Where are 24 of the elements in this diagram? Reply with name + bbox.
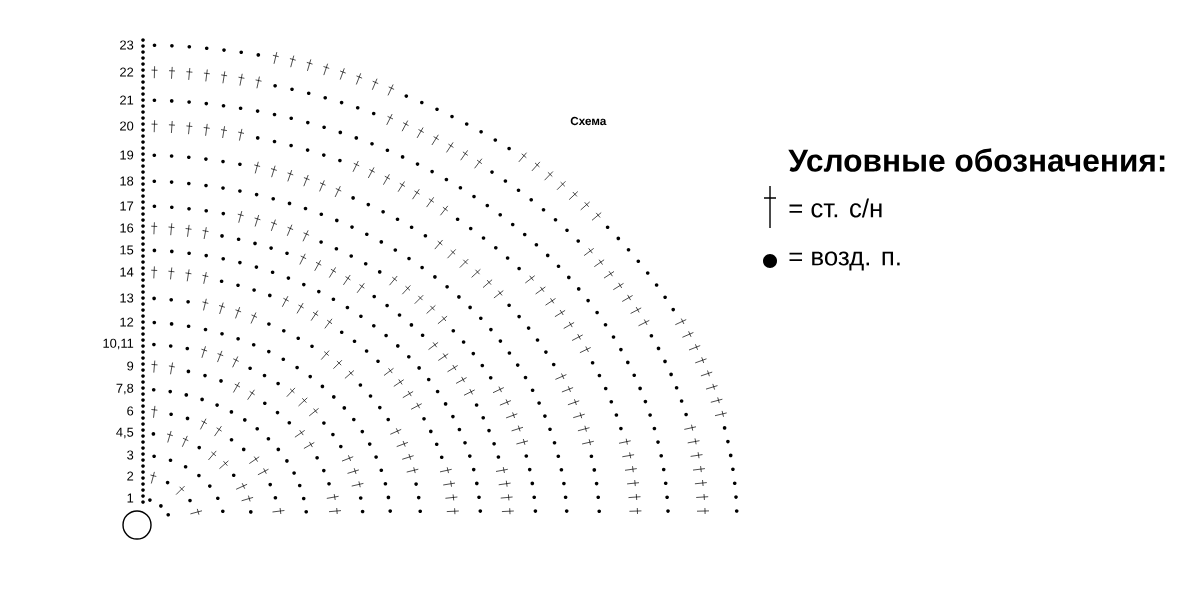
row-number: 15 (120, 245, 134, 255)
row-number: 3 (127, 450, 134, 460)
row-number: 19 (120, 150, 134, 160)
row-number: 1 (127, 493, 134, 503)
row-number: 9 (127, 361, 134, 371)
row-number: 21 (120, 95, 134, 105)
row-number: 17 (120, 201, 134, 211)
row-number: 16 (120, 223, 134, 233)
legend-text: = возд. п. (789, 251, 900, 271)
row-number: 14 (120, 267, 134, 277)
legend-text: = ст. с/н (789, 198, 882, 218)
row-number: 7,8 (116, 383, 134, 395)
row-number: 13 (120, 293, 134, 303)
row-number: 4,5 (116, 427, 134, 439)
row-number: 23 (120, 40, 134, 50)
row-number: 2 (127, 471, 134, 481)
legend-heading: Условные обозначения: (788, 148, 1165, 172)
row-number: 6 (127, 406, 134, 416)
row-number: 18 (120, 176, 134, 186)
chart-title: Схема (570, 116, 607, 126)
row-number: 12 (120, 317, 134, 327)
row-number: 22 (120, 67, 134, 77)
row-number: 10,11 (103, 338, 134, 350)
row-number: 20 (120, 121, 134, 131)
